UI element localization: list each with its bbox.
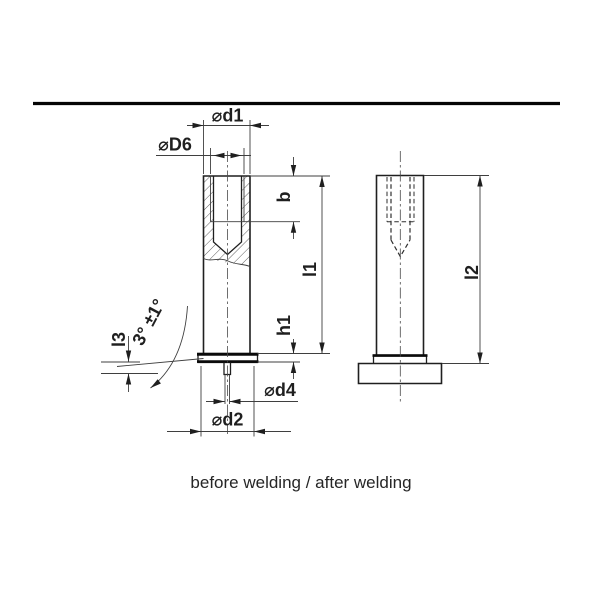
arrowhead xyxy=(125,373,132,385)
arrowhead xyxy=(290,221,297,233)
arrowhead xyxy=(150,379,161,388)
dimension-arrowheads xyxy=(125,122,483,435)
dimension-label-l3: l3 xyxy=(109,332,129,347)
dimension-l1: l1 xyxy=(257,176,330,354)
dimension-l2: l2 xyxy=(424,175,489,364)
dimension-label-D6: ⌀D6 xyxy=(158,135,192,155)
stud-after-welding-view xyxy=(357,151,443,403)
dimension-label-d4: ⌀d4 xyxy=(264,380,296,400)
dimension-label-b: b xyxy=(274,192,294,203)
stud-body-outline xyxy=(202,175,251,354)
dimension-label-h1: h1 xyxy=(274,315,294,336)
dimension-b: b xyxy=(250,157,330,239)
arrowhead xyxy=(229,398,241,405)
arrowhead xyxy=(254,428,265,435)
angle-reference-line xyxy=(116,358,204,367)
dimension-label-l1: l1 xyxy=(300,262,320,277)
dimension-label-l2: l2 xyxy=(462,265,482,280)
caption: before welding / after welding xyxy=(190,473,411,492)
dimension-label-d1: ⌀d1 xyxy=(212,106,244,126)
dimension-label-d2: ⌀d2 xyxy=(212,410,244,430)
weld-collar-outline xyxy=(357,362,443,385)
arrowhead xyxy=(477,352,483,364)
arrowhead xyxy=(213,398,225,405)
dimension-d1: ⌀d1 xyxy=(187,106,269,174)
arrowhead xyxy=(477,175,483,187)
dimension-label-angle: 3° ±1° xyxy=(128,296,169,349)
arrowhead xyxy=(230,152,242,159)
stud-before-welding-view xyxy=(197,151,300,434)
arrowhead xyxy=(190,428,201,435)
dimension-d2: ⌀d2 xyxy=(167,366,291,437)
dimension-d4: ⌀d4 xyxy=(206,380,298,402)
arrowhead xyxy=(192,122,204,129)
arrowhead xyxy=(290,165,297,176)
section-break-line xyxy=(203,258,251,267)
arrowhead xyxy=(290,362,297,373)
arrowhead xyxy=(250,122,261,129)
dimension-angle: 3° ±1° xyxy=(116,296,204,389)
arrowhead xyxy=(319,176,325,187)
arrowhead xyxy=(125,350,132,362)
arrowhead xyxy=(213,152,225,159)
arrowhead xyxy=(319,342,325,354)
arrowhead xyxy=(290,342,297,354)
